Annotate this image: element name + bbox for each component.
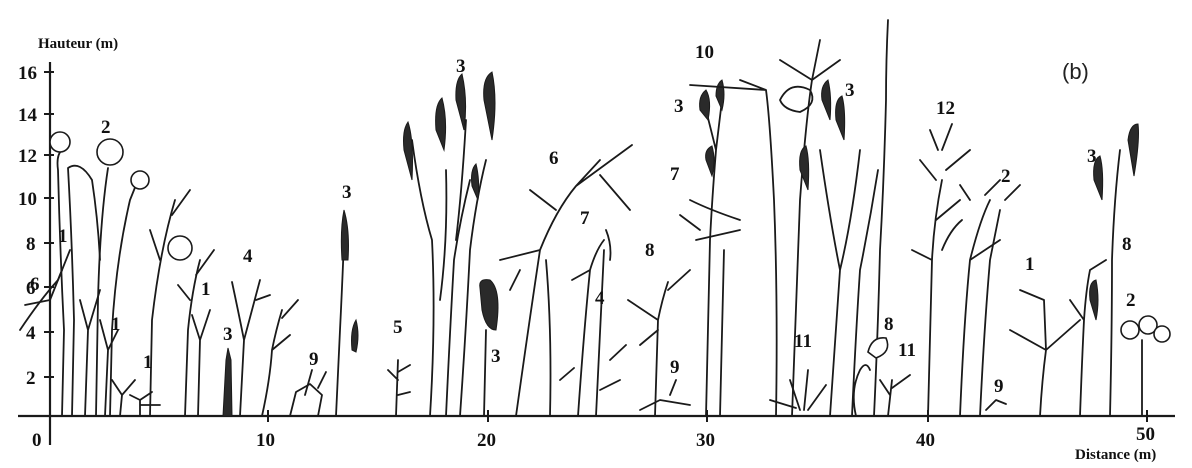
tree-sp3-x19: [404, 72, 499, 416]
x-tick-label: 50: [1136, 424, 1155, 445]
plant-drawings: [20, 20, 1170, 416]
shrub-sp5: [388, 360, 410, 416]
species-label: 9: [309, 349, 319, 370]
y-tick-label: 12: [18, 146, 37, 167]
species-label: 11: [898, 340, 916, 361]
species-label: 2: [1126, 290, 1136, 311]
tree-sp2-left: [50, 132, 192, 416]
shrubs-sp11: [770, 338, 910, 416]
x-axis-title: Distance (m): [1075, 447, 1156, 463]
species-label: 3: [223, 324, 233, 345]
species-label: 5: [393, 317, 403, 338]
shrub-sp9-right: [986, 400, 1006, 410]
species-label: 2: [1001, 166, 1011, 187]
species-label: 6: [549, 148, 559, 169]
species-label: 3: [342, 182, 352, 203]
y-tick-label: 4: [26, 323, 36, 344]
species-label: 12: [936, 98, 955, 119]
x-tick-label: 0: [32, 430, 42, 451]
species-label: 3: [491, 346, 501, 367]
species-label: 1: [201, 279, 211, 300]
species-label: 8: [1122, 234, 1132, 255]
species-label: 4: [595, 288, 605, 309]
x-tick-label: 30: [696, 430, 715, 451]
species-label: 3: [845, 80, 855, 101]
species-label: 3: [456, 56, 466, 77]
tree-sp3-x14: [336, 210, 358, 416]
species-label: 4: [243, 246, 253, 267]
y-tick-label: 8: [26, 234, 36, 255]
tree-sp2-right: [960, 180, 1020, 416]
species-label: 3: [1087, 146, 1097, 167]
species-label: 9: [670, 357, 680, 378]
shrubs-left: [20, 190, 232, 416]
species-label: 1: [58, 226, 68, 247]
species-label: 8: [645, 240, 655, 261]
species-label: 2: [101, 117, 111, 138]
species-label: 3: [674, 96, 684, 117]
shrubs-near-10: [232, 280, 326, 416]
y-axis-title: Hauteur (m): [38, 36, 118, 52]
species-label: 11: [794, 331, 812, 352]
y-tick-label: 14: [18, 105, 38, 126]
y-tick-label: 10: [18, 189, 37, 210]
species-label: 1: [143, 352, 153, 373]
y-tick-label: 2: [26, 368, 36, 389]
x-tick-label: 40: [916, 430, 935, 451]
panel-label: (b): [1062, 59, 1089, 84]
species-label: 9: [994, 376, 1004, 397]
species-label: 1: [111, 314, 121, 335]
species-label: 8: [884, 314, 894, 335]
shrub-sp2-right: [1121, 316, 1170, 416]
tree-sp10: [690, 40, 840, 416]
shrubs-sp7-sp4: [560, 230, 626, 416]
shrubs-sp8-sp9: [628, 270, 690, 416]
species-label: 6: [30, 274, 40, 295]
species-label: 10: [695, 42, 714, 63]
species-label: 1: [1025, 254, 1035, 275]
x-tick-label: 10: [256, 430, 275, 451]
y-tick-label: 16: [18, 63, 37, 84]
species-label: 7: [670, 164, 680, 185]
tree-sp3-sp7-x30: [680, 80, 740, 416]
x-tick-label: 20: [477, 430, 496, 451]
species-label: 7: [580, 208, 590, 229]
